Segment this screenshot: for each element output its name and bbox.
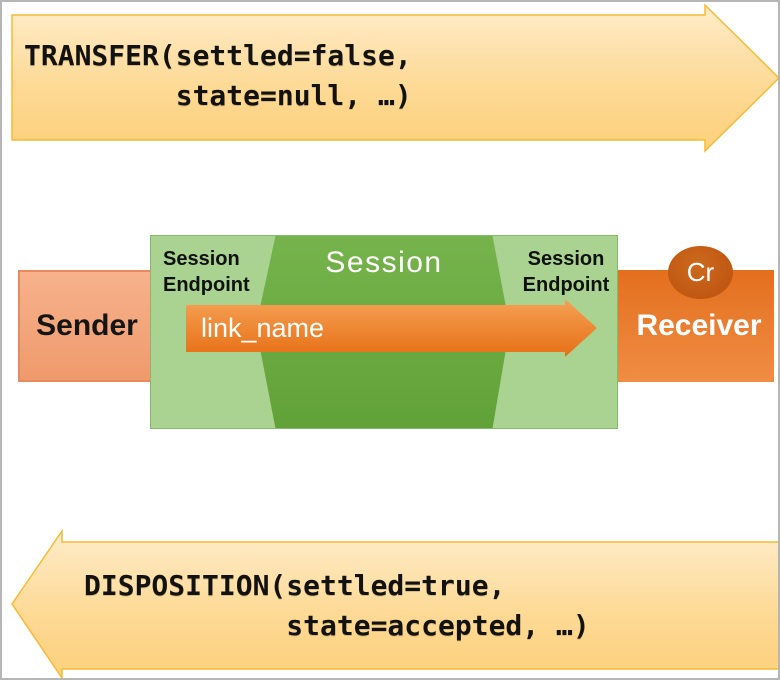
disposition-arrow-label: DISPOSITION(settled=true, state=accepted… — [84, 569, 590, 642]
transfer-arrow-shape — [11, 3, 778, 153]
link-name-arrow-shape — [186, 299, 597, 357]
transfer-arrow — [11, 3, 778, 153]
link-name-label: link_name — [201, 313, 325, 343]
sender-label: Sender — [36, 309, 138, 342]
session-endpoint-left-label: Session Endpoint — [163, 248, 250, 296]
credit-label: Cr — [686, 257, 715, 287]
link-name-arrow — [186, 299, 597, 357]
disposition-arrow — [11, 529, 778, 678]
disposition-arrow-shape — [11, 529, 778, 678]
session-endpoint-right-label: Session Endpoint — [522, 248, 610, 296]
transfer-arrow-label: TRANSFER(settled=false, state=null, …) — [24, 39, 412, 112]
sender-box: Sender — [18, 270, 156, 382]
session-title: Session — [325, 246, 443, 279]
credit-badge: Cr — [668, 246, 733, 299]
receiver-label: Receiver — [636, 309, 762, 342]
